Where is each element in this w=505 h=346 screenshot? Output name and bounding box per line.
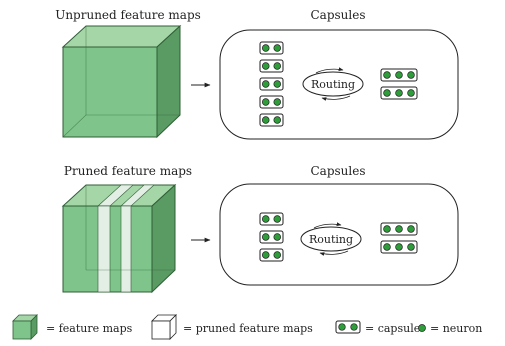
capsule-box xyxy=(380,240,418,254)
neuron-dot xyxy=(407,71,415,79)
legend-capsule-icon xyxy=(335,320,361,334)
top-left-capsule-column xyxy=(259,41,284,127)
neuron-dot xyxy=(262,233,270,241)
legend-pruned-cube-icon xyxy=(151,314,177,340)
circular-arrows-icon xyxy=(321,95,351,101)
unpruned-feature-maps-title: Unpruned feature maps xyxy=(55,8,201,22)
bottom-capsules-title: Capsules xyxy=(310,164,365,178)
bottom-routing-ellipse xyxy=(300,226,362,252)
circular-arrows-icon xyxy=(319,250,349,256)
capsule-box xyxy=(259,77,284,91)
legend-feature-map-cube-icon xyxy=(12,314,38,340)
neuron-dot xyxy=(273,233,282,241)
legend-feature-maps-label: = feature maps xyxy=(46,322,133,335)
neuron-dot xyxy=(273,80,282,88)
neuron-dot xyxy=(273,62,282,70)
neuron-dot xyxy=(262,215,270,223)
bottom-routing-label: Routing xyxy=(309,233,353,246)
top-routing-ellipse xyxy=(302,71,364,97)
capsule-box xyxy=(259,59,284,73)
neuron-dot xyxy=(407,225,415,233)
neuron-dot xyxy=(395,89,403,97)
capsule-box xyxy=(380,86,418,100)
neuron-dot xyxy=(273,215,282,223)
neuron-dot xyxy=(407,89,415,97)
neuron-dot xyxy=(273,251,282,259)
circular-arrows-icon xyxy=(315,67,344,74)
pruned-feature-maps-title: Pruned feature maps xyxy=(64,164,192,178)
neuron-dot xyxy=(395,243,403,251)
green-dot-icon xyxy=(418,324,426,332)
bottom-right-capsule-column xyxy=(380,222,418,254)
capsule-box xyxy=(259,41,284,55)
neuron-dot xyxy=(262,62,270,70)
unpruned-feature-cube xyxy=(61,24,182,139)
legend: = feature maps = pruned feature maps = c… xyxy=(12,314,482,340)
neuron-dot xyxy=(383,225,391,233)
neuron-dot xyxy=(273,116,282,124)
capsule-box xyxy=(259,212,284,226)
top-right-capsule-column xyxy=(380,68,418,100)
capsule-box xyxy=(259,95,284,109)
neuron-dot xyxy=(262,44,270,52)
bottom-left-capsule-column xyxy=(259,212,284,262)
top-capsules-title: Capsules xyxy=(310,8,365,22)
neuron-dot xyxy=(262,251,270,259)
circular-arrows-icon xyxy=(313,222,342,229)
neuron-dot xyxy=(395,225,403,233)
neuron-dot xyxy=(262,98,270,106)
legend-capsule-label: = capsule xyxy=(365,322,420,335)
neuron-dot xyxy=(383,71,391,79)
legend-neuron-label: = neuron xyxy=(430,322,482,335)
capsule-box xyxy=(259,113,284,127)
top-routing-label: Routing xyxy=(311,78,355,91)
capsule-box xyxy=(380,222,418,236)
top-routing-group: Routing xyxy=(302,67,364,101)
capsule-box xyxy=(259,248,284,262)
capsule-box xyxy=(380,68,418,82)
neuron-dot xyxy=(273,98,282,106)
neuron-dot xyxy=(383,89,391,97)
neuron-dot xyxy=(407,243,415,251)
pruned-feature-cube xyxy=(61,183,177,294)
capsule-box xyxy=(259,230,284,244)
bottom-routing-group: Routing xyxy=(300,222,362,256)
neuron-dot xyxy=(273,44,282,52)
neuron-dot xyxy=(395,71,403,79)
legend-pruned-feature-maps-label: = pruned feature maps xyxy=(183,322,313,335)
neuron-dot xyxy=(262,80,270,88)
neuron-dot xyxy=(383,243,391,251)
neuron-dot xyxy=(262,116,270,124)
